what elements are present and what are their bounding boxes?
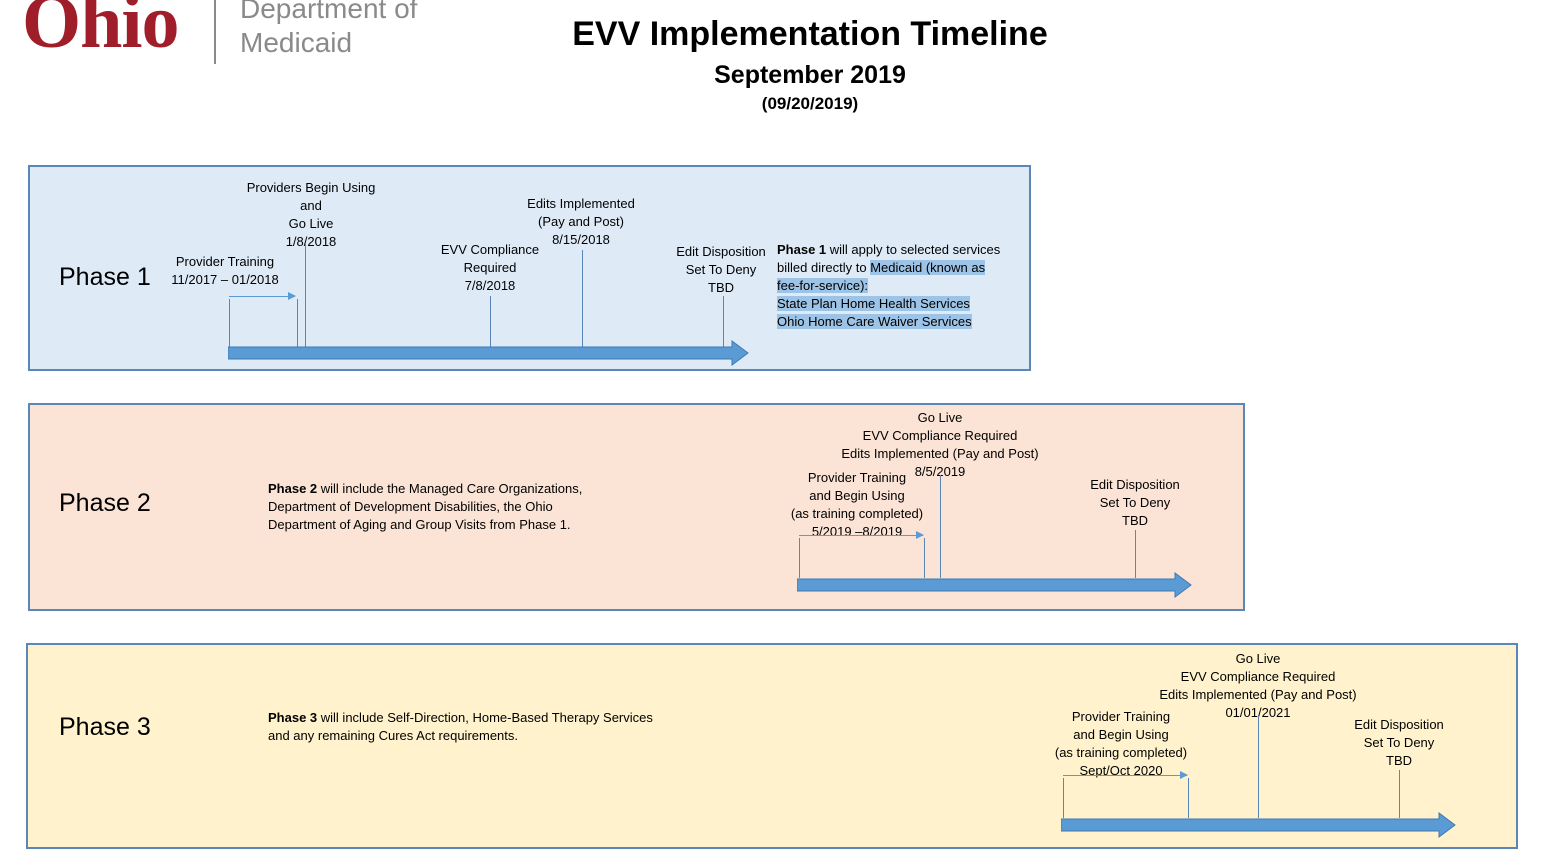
page-subtitle: September 2019: [714, 61, 906, 89]
phase3-golive-note: Go Live EVV Compliance Required Edits Im…: [1148, 650, 1368, 722]
phase3-disposition-line: [1399, 770, 1400, 818]
note-line: and Begin Using: [1073, 727, 1169, 742]
phase3-timeline-arrow: [1061, 812, 1456, 838]
note-line: 01/01/2021: [1225, 705, 1291, 720]
note-line: Sept/Oct 2020: [1079, 763, 1163, 778]
phase2-desc-line3: Department of Aging and Group Visits fro…: [268, 517, 571, 532]
note-line: Go Live: [917, 410, 963, 425]
phase3-description: Phase 3 will include Self-Direction, Hom…: [268, 709, 708, 745]
phase1-desc-line5: Ohio Home Care Waiver Services: [777, 314, 972, 329]
phase1-desc-line1: will apply to selected services: [826, 242, 1001, 257]
phase3-desc-bold: Phase 3: [268, 710, 318, 725]
note-line: 11/2017 – 01/2018: [171, 272, 279, 287]
phase1-desc-line3: fee-for-service):: [777, 278, 869, 293]
phase2-training-arrow: [799, 531, 924, 539]
note-line: and: [300, 198, 322, 213]
note-line: TBD: [1386, 753, 1412, 768]
phase1-training-end-line: [297, 299, 298, 347]
note-line: Edit Disposition: [676, 244, 766, 259]
phase3-training-end-line: [1188, 778, 1189, 818]
note-line: (as training completed): [790, 506, 924, 521]
note-line: Edits Implemented: [527, 196, 635, 211]
note-line: Edit Disposition: [1090, 477, 1180, 492]
phase2-desc-line1: will include the Managed Care Organizati…: [317, 481, 583, 496]
note-line: 1/8/2018: [285, 234, 337, 249]
note-line: 8/15/2018: [552, 232, 610, 247]
phase1-compliance-note: EVV Compliance Required 7/8/2018: [425, 241, 555, 295]
phase1-edits-line: [582, 250, 583, 347]
phase1-timeline-arrow: [228, 340, 749, 366]
note-line: Provider Training: [175, 254, 275, 269]
phase1-golive-note: Providers Begin Using and Go Live 1/8/20…: [236, 179, 386, 251]
phase3-disposition-note: Edit Disposition Set To Deny TBD: [1344, 716, 1454, 770]
phase3-training-note: Provider Training and Begin Using (as tr…: [1046, 708, 1196, 780]
phase2-training-start-line: [799, 538, 800, 578]
note-line: 8/5/2019: [914, 464, 966, 479]
phase1-disposition-line: [723, 296, 724, 347]
phase1-training-arrow: [229, 292, 296, 300]
phase2-disposition-note: Edit Disposition Set To Deny TBD: [1080, 476, 1190, 530]
phase1-edits-note: Edits Implemented (Pay and Post) 8/15/20…: [511, 195, 651, 249]
note-line: Providers Begin Using: [246, 180, 376, 195]
logo-subtext-line2: Medicaid: [240, 27, 353, 58]
note-line: Required: [463, 260, 517, 275]
phase2-disposition-line: [1135, 530, 1136, 578]
phase1-golive-line: [305, 244, 306, 347]
phase1-desc-line4: State Plan Home Health Services: [777, 296, 970, 311]
ohio-logo: Ohio: [22, 0, 179, 64]
note-line: TBD: [1122, 513, 1148, 528]
phase1-training-note: Provider Training 11/2017 – 01/2018: [165, 253, 285, 289]
note-line: TBD: [708, 280, 734, 295]
note-line: EVV Compliance: [440, 242, 540, 257]
phase3-desc-line1: will include Self-Direction, Home-Based …: [317, 710, 653, 725]
phase2-timeline-arrow: [797, 572, 1192, 598]
note-line: Edits Implemented (Pay and Post): [841, 446, 1039, 461]
note-line: 7/8/2018: [464, 278, 516, 293]
phase2-description: Phase 2 will include the Managed Care Or…: [268, 480, 648, 534]
phase1-training-start-line: [229, 299, 230, 347]
note-line: and Begin Using: [809, 488, 905, 503]
phase3-label: Phase 3: [59, 713, 151, 741]
note-line: Provider Training: [807, 470, 907, 485]
note-line: Set To Deny: [1099, 495, 1171, 510]
note-line: Edit Disposition: [1354, 717, 1444, 732]
note-line: Go Live: [288, 216, 334, 231]
phase3-training-arrow: [1063, 771, 1188, 779]
phase1-description: Phase 1 will apply to selected services …: [777, 241, 1027, 331]
note-line: (as training completed): [1054, 745, 1188, 760]
note-line: 5/2019 –8/2019: [811, 524, 903, 539]
page-title: EVV Implementation Timeline: [572, 15, 1048, 53]
note-line: (Pay and Post): [538, 214, 624, 229]
phase2-desc-bold: Phase 2: [268, 481, 318, 496]
note-line: Edits Implemented (Pay and Post): [1159, 687, 1357, 702]
phase2-training-note: Provider Training and Begin Using (as tr…: [782, 469, 932, 541]
note-line: Set To Deny: [685, 262, 757, 277]
phase3-desc-line2: and any remaining Cures Act requirements…: [268, 728, 519, 743]
phase2-desc-line2: Department of Development Disabilities, …: [268, 499, 553, 514]
note-line: Set To Deny: [1363, 735, 1435, 750]
phase1-panel: [28, 165, 1031, 371]
phase1-desc-bold: Phase 1: [777, 242, 827, 257]
phase3-panel: [26, 643, 1518, 849]
phase2-golive-line: [940, 475, 941, 578]
note-line: EVV Compliance Required: [862, 428, 1018, 443]
phase2-training-end-line: [924, 538, 925, 578]
note-line: Provider Training: [1071, 709, 1171, 724]
phase1-label: Phase 1: [59, 263, 151, 291]
phase2-golive-note: Go Live EVV Compliance Required Edits Im…: [830, 409, 1050, 481]
note-line: Go Live: [1235, 651, 1281, 666]
phase1-desc-line2b: Medicaid (known as: [870, 260, 986, 275]
phase1-disposition-note: Edit Disposition Set To Deny TBD: [666, 243, 776, 297]
phase3-training-start-line: [1063, 778, 1064, 818]
logo-department: Department of Medicaid: [240, 0, 417, 60]
note-line: EVV Compliance Required: [1180, 669, 1336, 684]
logo-divider: [214, 0, 216, 64]
phase1-compliance-line: [490, 296, 491, 347]
phase2-panel: [28, 403, 1245, 611]
phase1-desc-line2a: billed directly to: [777, 260, 871, 275]
page-date: (09/20/2019): [761, 94, 859, 113]
phase2-label: Phase 2: [59, 489, 151, 517]
logo-subtext-line1: Department of: [240, 0, 418, 24]
phase3-golive-line: [1258, 716, 1259, 818]
